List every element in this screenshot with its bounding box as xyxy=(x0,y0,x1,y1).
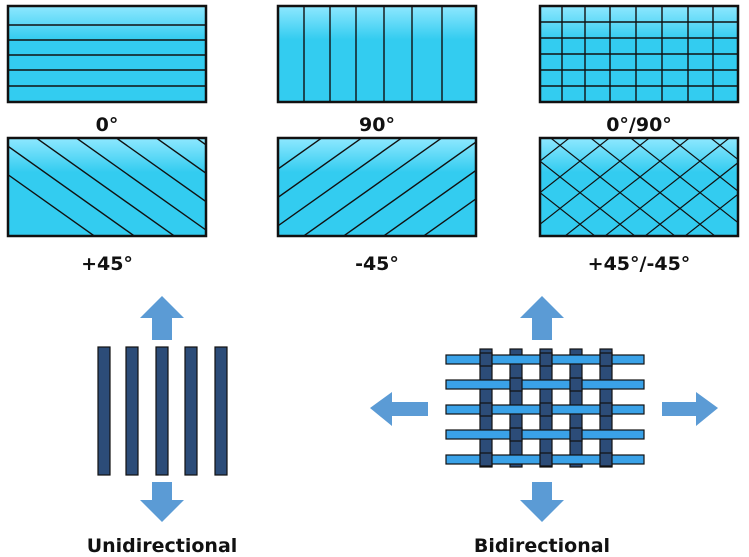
tile-plus45-minus45-deg xyxy=(538,136,740,238)
tile-plus45-deg xyxy=(6,136,208,238)
arrow-up-icon xyxy=(520,296,564,340)
bidirectional-panel xyxy=(370,296,718,522)
label-0-deg: 0° xyxy=(95,114,119,136)
arrow-down-icon xyxy=(140,482,184,522)
arrow-left-icon xyxy=(370,392,428,426)
tile-90-deg xyxy=(276,4,478,104)
label-bidirectional: Bidirectional xyxy=(473,535,611,557)
bidirectional-weave xyxy=(445,348,645,468)
arrow-down-icon xyxy=(520,482,564,522)
arrow-up-icon xyxy=(140,296,184,340)
label-unidirectional: Unidirectional xyxy=(86,535,238,557)
label-90-deg: 90° xyxy=(359,114,395,136)
unidirectional-fibers xyxy=(97,346,228,476)
tile-minus45-deg xyxy=(276,136,478,238)
tile-0-90-deg xyxy=(538,4,740,104)
label-minus45-deg: -45° xyxy=(355,253,399,275)
tile-0-deg xyxy=(6,4,208,104)
unidirectional-panel xyxy=(97,296,228,522)
arrow-right-icon xyxy=(662,392,718,426)
label-plus45-minus45-deg: +45°/-45° xyxy=(587,253,691,275)
label-0-90-deg: 0°/90° xyxy=(606,114,672,136)
label-plus45-deg: +45° xyxy=(81,253,133,275)
